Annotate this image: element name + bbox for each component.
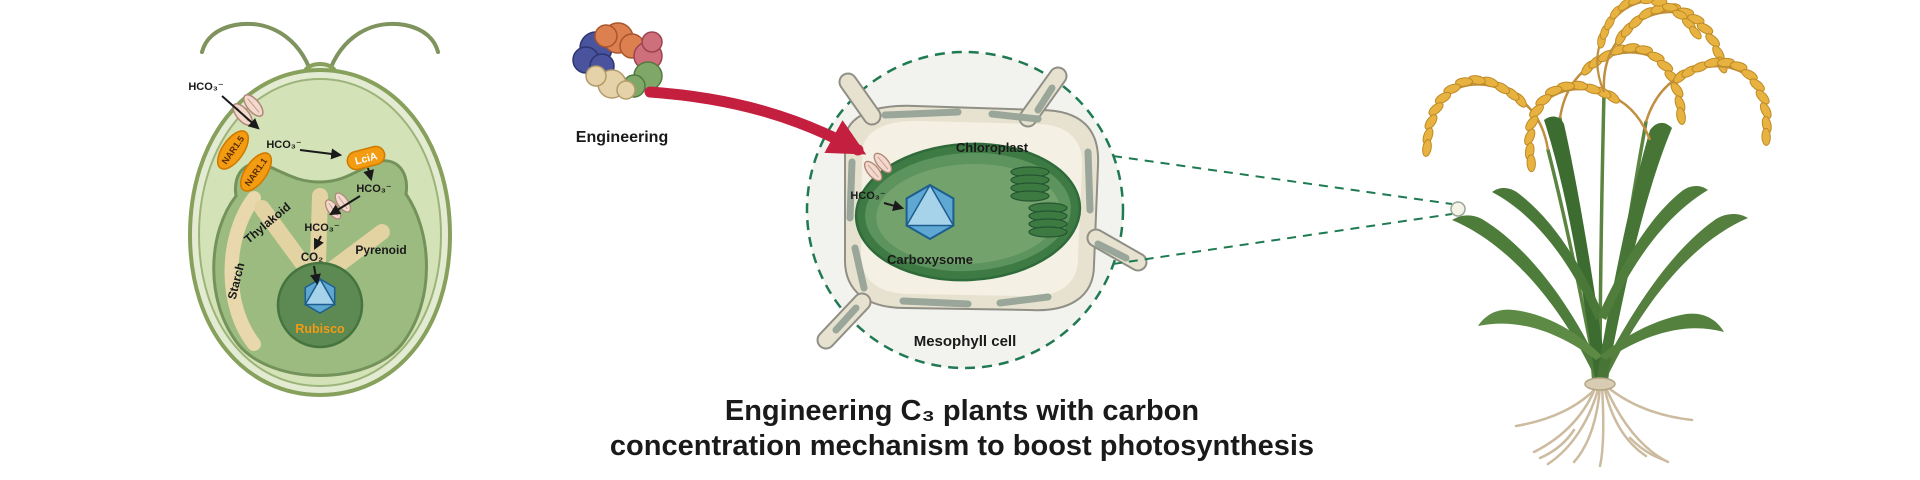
lcia-protein: LciA bbox=[346, 145, 386, 171]
rice-plant bbox=[1419, 0, 1784, 468]
mesophyll-cell-label: Mesophyll cell bbox=[914, 333, 1017, 350]
panicle bbox=[1508, 64, 1653, 175]
rubisco-icosahedron-icon bbox=[304, 277, 336, 314]
hco3-to-carboxysome-arrow bbox=[883, 200, 905, 211]
protein-subunit-pink bbox=[633, 31, 663, 71]
hco3-cytoplasm-label: HCO₃⁻ bbox=[266, 139, 302, 151]
hco3-chloroplast-label: HCO₃⁻ bbox=[356, 183, 392, 195]
plant-base bbox=[1584, 377, 1616, 391]
thylakoid-lobes bbox=[254, 188, 390, 276]
engineering-arrow bbox=[644, 86, 867, 156]
carboxysome-label: Carboxysome bbox=[887, 252, 973, 267]
lcia-label: LciA bbox=[354, 150, 379, 168]
figure-title: Engineering C₃ plants with carbon concen… bbox=[610, 395, 1314, 462]
hco3-mesophyll-label: HCO₃⁻ bbox=[850, 190, 886, 202]
panicle bbox=[1587, 0, 1731, 101]
protein-complex: Engineering bbox=[572, 22, 668, 146]
chloroplast-label: Chloroplast bbox=[956, 140, 1029, 155]
algal-cell: NAR1.5 NAR1.1 LciA HCO₃⁻ HCO₃⁻ HCO₃⁻ HCO… bbox=[187, 21, 453, 398]
starch-sheath bbox=[224, 191, 261, 351]
pyrenoid-label: Pyrenoid bbox=[355, 243, 406, 257]
hco3-pyrenoid-label: HCO₃⁻ bbox=[304, 222, 340, 234]
wall-capsules bbox=[832, 84, 1130, 334]
mesophyll-cell-view: Chloroplast Carboxysome Mesophyll cell bbox=[805, 50, 1148, 370]
grana-stack bbox=[1028, 202, 1068, 238]
roots bbox=[1514, 384, 1694, 468]
rubisco-label: Rubisco bbox=[295, 322, 345, 336]
mesophyll-transport: HCO₃⁻ bbox=[850, 149, 905, 211]
engineering-label: Engineering bbox=[576, 129, 668, 146]
hco3-outside-label: HCO₃⁻ bbox=[188, 81, 224, 93]
magnifier-connectors bbox=[1112, 155, 1453, 265]
grana-stack bbox=[1010, 166, 1050, 202]
leaves bbox=[1452, 116, 1748, 385]
title-line-2: concentration mechanism to boost photosy… bbox=[610, 430, 1314, 462]
flagella bbox=[200, 21, 440, 82]
protein-subunit-beige bbox=[585, 65, 636, 100]
zoom-origin-dot bbox=[1450, 201, 1466, 217]
title-line-1: Engineering C₃ plants with carbon bbox=[725, 395, 1199, 427]
co2-label: CO₂ bbox=[301, 252, 323, 264]
algal-pathway-arrows bbox=[221, 95, 374, 286]
carboxysome-icon bbox=[905, 183, 955, 241]
